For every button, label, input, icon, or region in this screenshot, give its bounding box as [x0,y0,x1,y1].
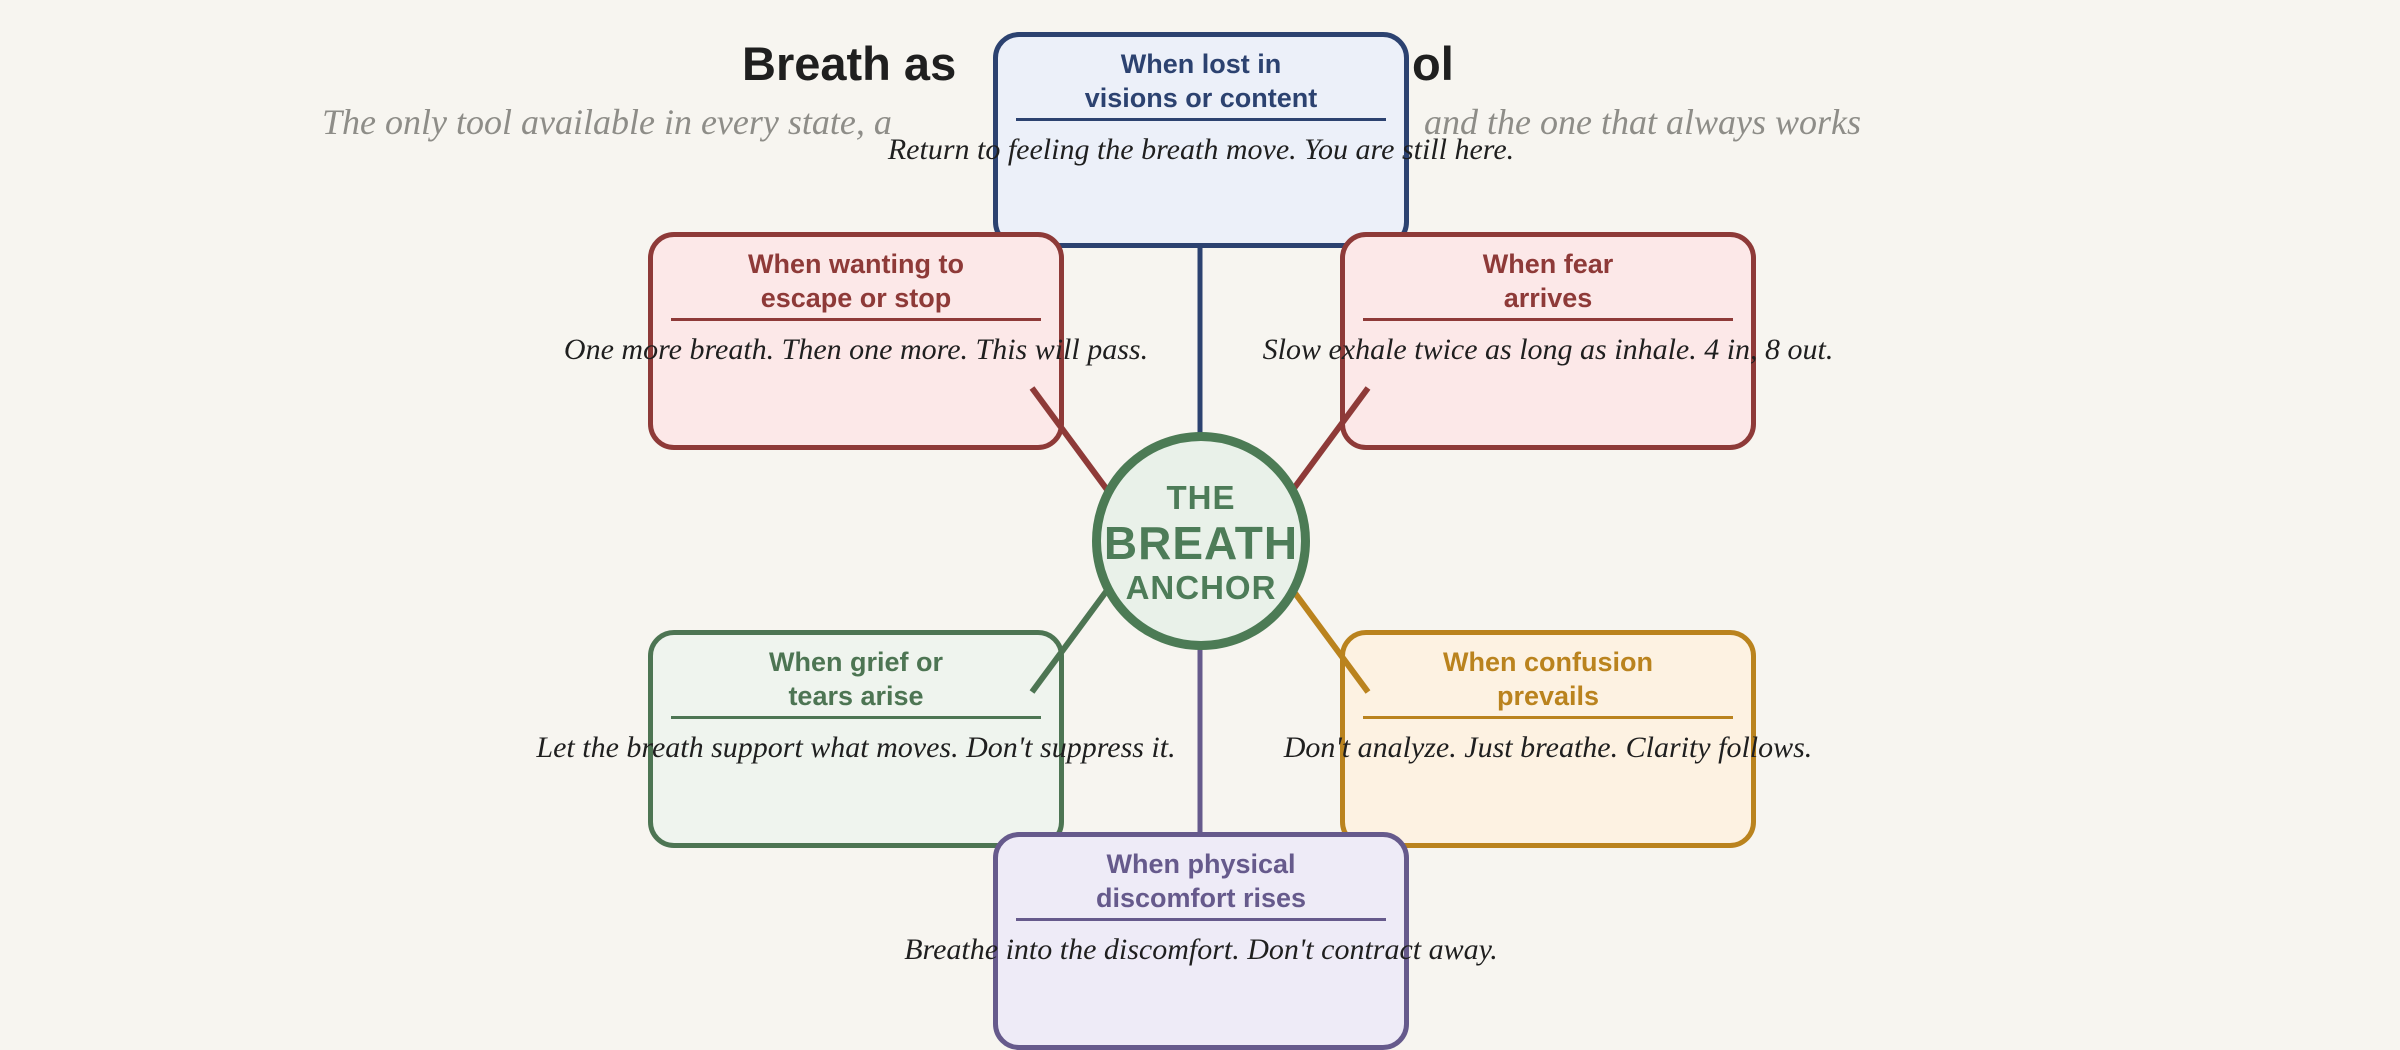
anchor-label-anchor: ANCHOR [1125,569,1277,606]
node-box-physical-discomfort: When physical discomfort rises Breathe i… [904,832,1498,1050]
page-title-fragment-left: Breath as [742,37,957,90]
node-description: Slow exhale twice as long as inhale. 4 i… [1262,333,1834,366]
breath-anchor-circle: THE BREATH ANCHOR [1092,432,1310,650]
node-divider [1363,318,1733,321]
node-title: When physical discomfort rises [1095,849,1307,913]
node-box-confusion-prevails: When confusion prevails Don't analyze. J… [1284,630,1812,848]
node-divider [1016,918,1386,921]
node-box-fear-arrives: When fear arrives Slow exhale twice as l… [1263,232,1833,450]
node-title: When wanting to escape or stop [748,249,964,313]
page-subtitle-fragment-right: and the one that always works [1424,102,1861,142]
breath-anchor-diagram: { "page": { "background": "#f7f5f0" }, "… [322,32,1861,1050]
node-title: When grief or tears arise [769,647,943,711]
node-divider [1016,118,1386,121]
node-divider [671,318,1041,321]
node-description: Breathe into the discomfort. Don't contr… [904,933,1498,966]
anchor-label-breath: BREATH [1103,517,1299,569]
node-box-grief-tears: When grief or tears arise Let the breath… [536,630,1176,848]
node-description: Don't analyze. Just breathe. Clarity fol… [1283,731,1813,764]
node-description: Return to feeling the breath move. You a… [887,133,1515,166]
node-divider [1363,716,1733,719]
node-title: When fear arrives [1482,249,1614,313]
node-description: Let the breath support what moves. Don't… [536,731,1176,764]
node-description: One more breath. Then one more. This wil… [563,333,1149,366]
node-box-lost-in-visions: When lost in visions or content Return t… [888,32,1514,248]
node-divider [671,716,1041,719]
node-title: When lost in visions or content [1084,49,1318,113]
anchor-label-the: THE [1166,479,1236,516]
page-subtitle-fragment-left: The only tool available in every state, … [322,102,892,142]
node-title: When confusion prevails [1443,647,1653,711]
node-box-wanting-to-escape: When wanting to escape or stop One more … [564,232,1148,450]
page-title-fragment-right: ol [1412,37,1454,90]
